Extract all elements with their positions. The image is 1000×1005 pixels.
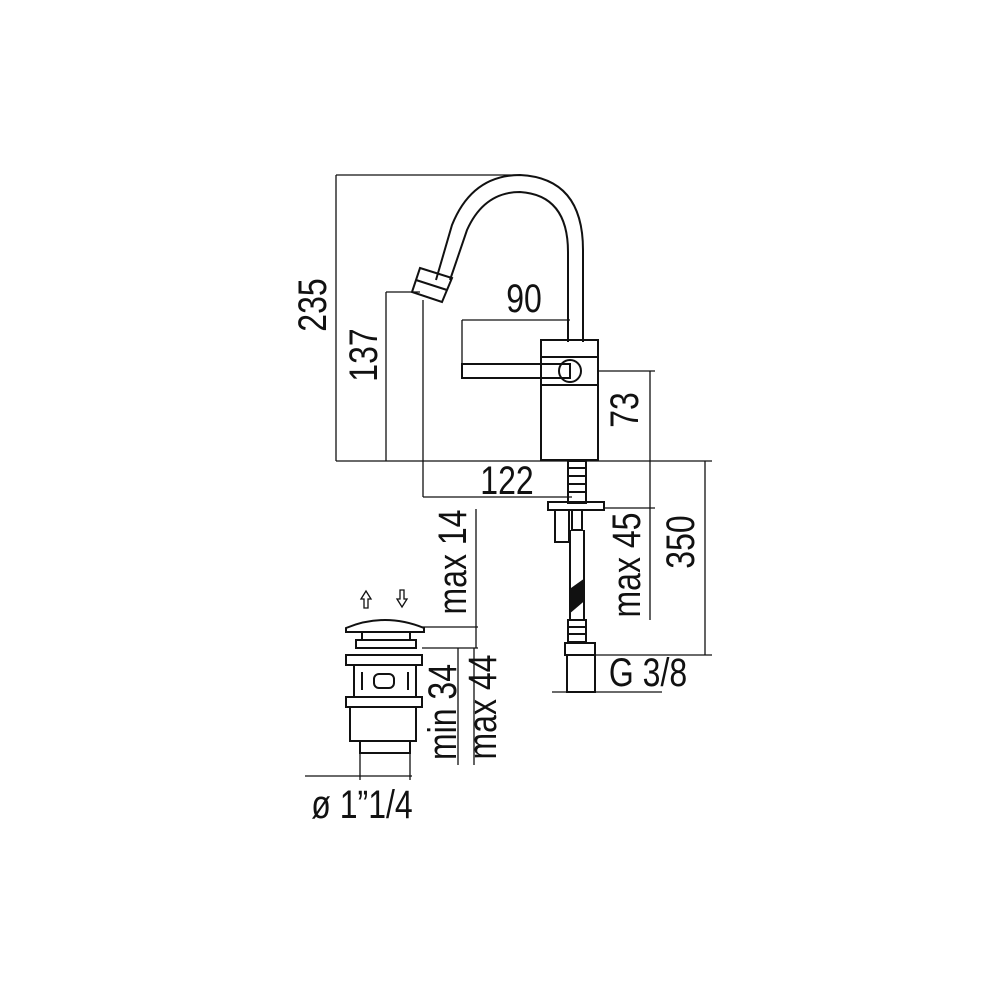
- label-waste-max: max 44: [460, 655, 505, 760]
- popup-waste: [345, 619, 425, 754]
- label-waste-diameter: ø 1”1/4: [311, 782, 412, 827]
- spout-nozzle: [410, 266, 454, 304]
- label-max-deck: max 14: [430, 510, 475, 615]
- faucet: [410, 173, 605, 693]
- mounting-stud: [547, 460, 605, 543]
- flexible-hose: [564, 530, 596, 693]
- arrow-down-icon: [395, 589, 409, 609]
- label-lever-reach: 90: [506, 276, 542, 321]
- arrow-up-icon: [359, 589, 373, 609]
- label-spout-height: 137: [341, 328, 386, 381]
- lever: [461, 359, 582, 383]
- label-thread: G 3/8: [609, 650, 687, 695]
- spout-outer: [435, 173, 584, 342]
- dimension-lines: [305, 174, 712, 780]
- label-spout-projection: 122: [480, 458, 533, 503]
- label-waste-min: min 34: [420, 664, 465, 760]
- label-max-shank: max 45: [604, 513, 649, 618]
- label-total-height: 235: [290, 278, 335, 331]
- label-hose-length: 350: [658, 515, 703, 568]
- label-body-height: 73: [602, 392, 647, 428]
- spout-inner: [449, 190, 569, 342]
